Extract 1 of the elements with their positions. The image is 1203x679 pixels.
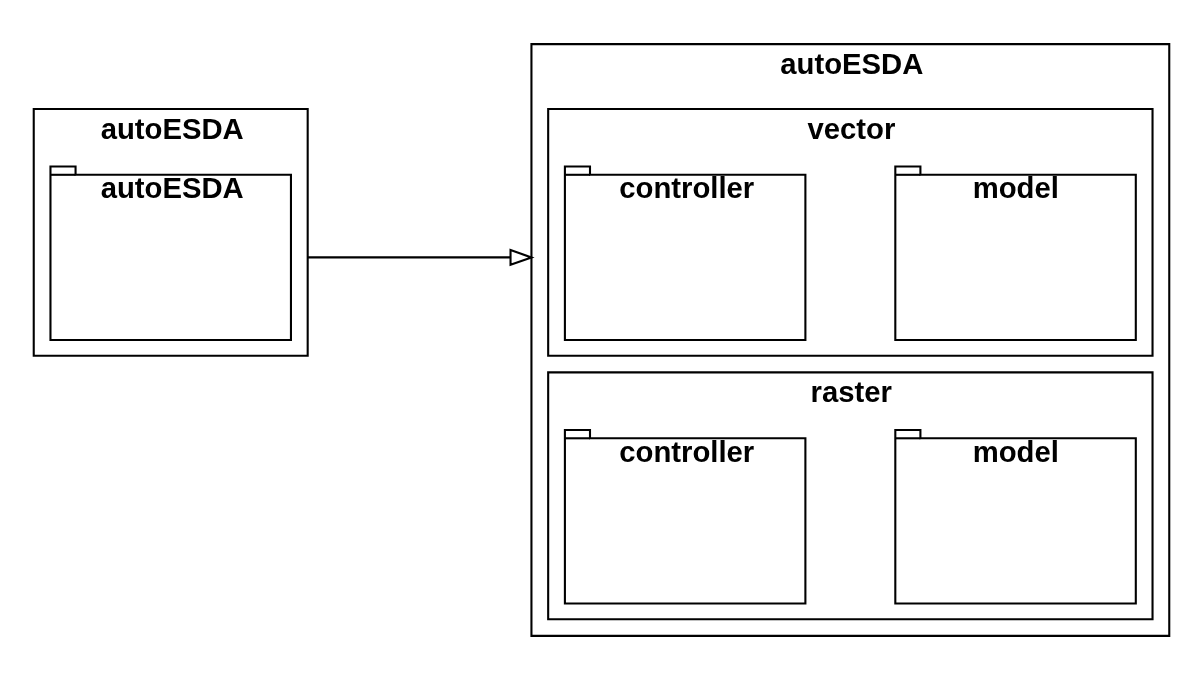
arrow [307, 248, 535, 266]
